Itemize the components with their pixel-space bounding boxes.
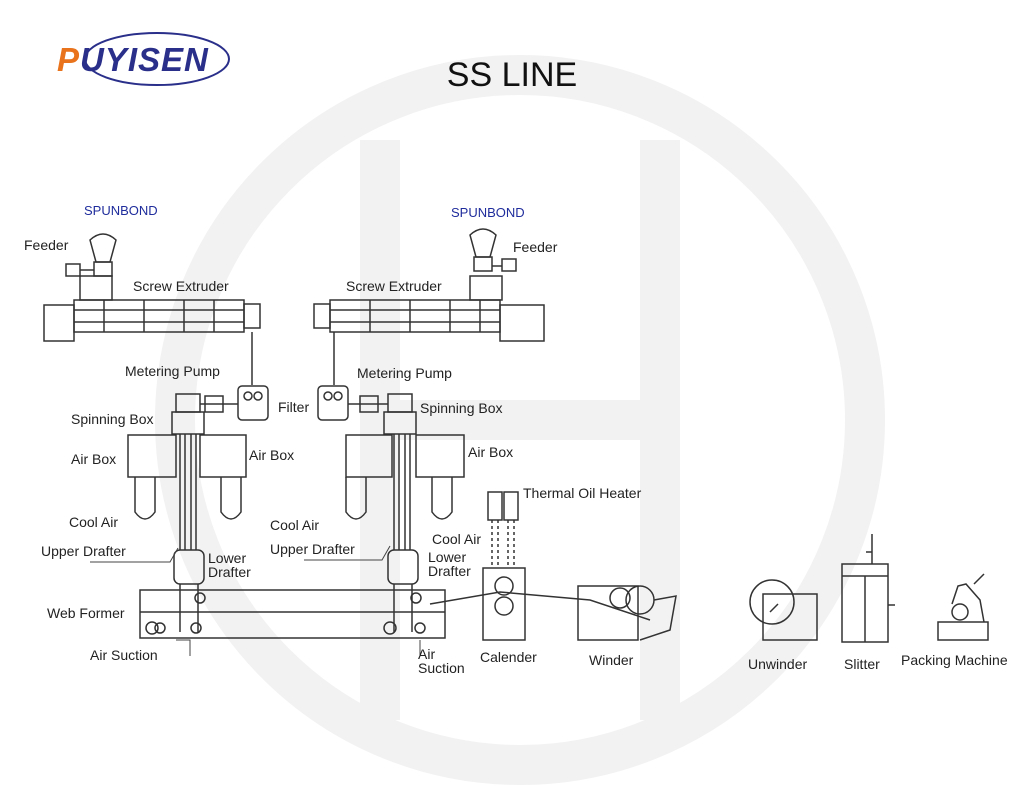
right-upper-drafter-label: Upper Drafter (270, 541, 355, 557)
left-filter (237, 385, 269, 421)
unwinder (749, 579, 818, 641)
watermark (155, 55, 885, 785)
packing-machine (937, 573, 989, 641)
logo-rest: UYISEN (80, 41, 209, 78)
right-air-label: Air (418, 646, 436, 662)
packing-machine-label: Packing Machine (901, 652, 1008, 668)
left-line-type: SPUNBOND (84, 203, 158, 218)
right-airbox-label: Air Box (468, 444, 514, 460)
web-former-label: Web Former (47, 605, 125, 621)
right-extruder-label: Screw Extruder (346, 278, 442, 294)
right-spinning-label: Spinning Box (420, 400, 503, 416)
slitter-label: Slitter (844, 656, 880, 672)
left-airbox-right-label: Air Box (249, 447, 295, 463)
winder (577, 585, 677, 641)
left-extruder-label: Screw Extruder (133, 278, 229, 294)
thermal-oil-heater-label: Thermal Oil Heater (523, 485, 642, 501)
right-feeder-label: Feeder (513, 239, 558, 255)
winder-label: Winder (589, 652, 634, 668)
left-spinning-box (171, 411, 205, 435)
right-drafter (387, 434, 419, 632)
page-title: SS LINE (446, 56, 578, 94)
left-air-boxes (127, 434, 247, 520)
left-air-suction-label: Air Suction (90, 647, 158, 663)
left-feeder (65, 233, 117, 277)
unwinder-label: Unwinder (748, 656, 808, 672)
left-spinning-label: Spinning Box (71, 411, 154, 427)
left-cool-air-label: Cool Air (69, 514, 119, 530)
left-upper-drafter-label: Upper Drafter (41, 543, 126, 559)
right-drafter-label: Drafter (428, 563, 471, 579)
right-line-type: SPUNBOND (451, 205, 525, 220)
right-filter (317, 385, 349, 421)
left-screw-extruder (43, 275, 261, 342)
right-lower-label: Lower (428, 549, 467, 565)
calender-label: Calender (480, 649, 537, 665)
right-air-boxes (345, 434, 465, 520)
logo-first-letter: P (57, 41, 81, 78)
left-feeder-label: Feeder (24, 237, 69, 253)
left-pump-label: Metering Pump (125, 363, 220, 379)
filter-label: Filter (278, 399, 310, 415)
right-spinning-box (383, 411, 417, 435)
left-airbox-label: Air Box (71, 451, 117, 467)
left-lower-label: Lower (208, 550, 247, 566)
thermal-oil-heater (487, 491, 519, 568)
right-feeder (469, 228, 517, 272)
company-logo: PUYISEN (57, 29, 232, 89)
left-drafter (173, 434, 205, 632)
right-pump-label: Metering Pump (357, 365, 452, 381)
slitter (841, 534, 895, 643)
fabric-line (429, 591, 651, 621)
left-cool-air-right-label: Cool Air (270, 517, 320, 533)
logo-wordmark: PUYISEN (57, 41, 209, 79)
logo-ellipse (84, 32, 230, 86)
left-drafter-label: Drafter (208, 564, 251, 580)
right-screw-extruder (313, 275, 545, 342)
right-suction-label: Suction (418, 660, 465, 676)
right-cool-air-label: Cool Air (432, 531, 482, 547)
calender (482, 567, 526, 641)
